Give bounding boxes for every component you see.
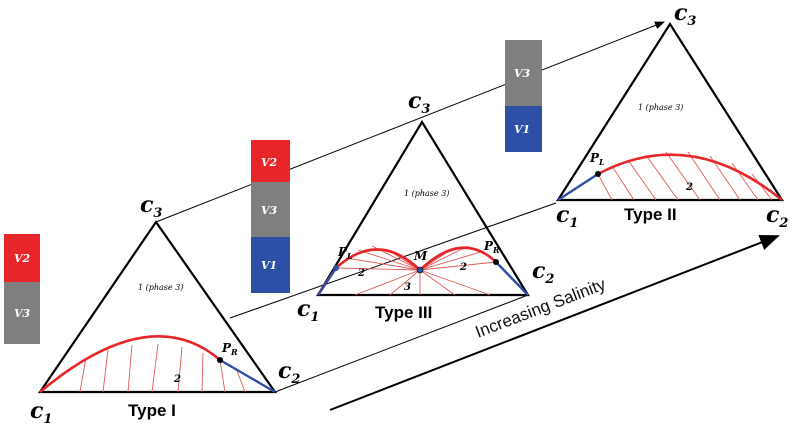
type3-left-region-2: 2 (357, 268, 365, 279)
type1-plait-point (217, 357, 223, 363)
type1-stack-v2-label: V2 (14, 252, 31, 265)
type2-blue-segment (557, 172, 599, 202)
type3-triangle (316, 119, 530, 297)
type3-stack-v1 (251, 237, 290, 293)
type2-stack-v3 (505, 40, 542, 106)
type2-tie-lines (597, 151, 773, 201)
type2-stack-v1-label: V1 (514, 123, 530, 136)
type1-c2-label: c2 (278, 358, 300, 387)
type2-phase-stack: V3 V1 (505, 40, 542, 152)
type2-triangle (555, 21, 785, 202)
type2-c2-label: c2 (766, 202, 788, 231)
type3-stack-v2 (251, 140, 290, 182)
type2-plait-point (595, 171, 601, 177)
type1-diagram: PR 2 1 (phase 3) (37, 220, 278, 394)
type3-phase-label: 1 (phase 3) (404, 189, 449, 198)
type3-left-binodal (316, 248, 421, 296)
type3-stack-v2-label: V2 (261, 156, 278, 169)
type1-triangle (37, 220, 278, 394)
connector-c2-bottom (274, 294, 529, 393)
type3-right-region-2: 2 (459, 262, 467, 273)
type1-stack-v3 (4, 282, 40, 344)
type2-pl-label: PL (589, 151, 605, 167)
type3-stack-v1-label: V1 (261, 259, 277, 272)
type3-phase-stack: V2 V3 V1 (251, 140, 290, 293)
type1-binodal-curve (39, 335, 221, 393)
salinity-arrow: Increasing Salinity (329, 235, 780, 411)
salinity-arrow-line (329, 235, 780, 411)
type3-stack-v3-label: V3 (261, 204, 278, 217)
type1-label: Type I (128, 401, 176, 420)
type3-left-plait-point (333, 265, 339, 271)
type3-left-blue-segment (317, 267, 337, 296)
type3-m-label: M (413, 249, 428, 263)
type2-label: Type II (624, 205, 677, 224)
type1-pr-label: PR (221, 341, 238, 357)
type3-right-plait-point (493, 259, 499, 265)
type2-c3-label: c3 (674, 0, 696, 29)
type3-stack-v3 (251, 182, 290, 237)
type2-diagram: PL 2 1 (phase 3) (555, 21, 785, 202)
type2-region-2: 2 (685, 182, 693, 193)
type2-stack-v3-label: V3 (514, 67, 531, 80)
type1-region-2: 2 (173, 374, 181, 385)
connector-c1-middle (229, 202, 557, 319)
type3-pl-label: PL (337, 245, 353, 261)
type2-c1-label: c1 (556, 202, 578, 231)
type2-stack-v1 (505, 106, 542, 152)
type1-blue-segment (219, 358, 276, 394)
type2-phase-label: 1 (phase 3) (638, 103, 683, 112)
type3-diagram: PL M PR 2 2 3 1 (phase 3) (316, 119, 530, 297)
type1-phase-stack: V2 V3 (4, 234, 40, 344)
type3-label: Type III (375, 303, 432, 322)
type3-pr-label: PR (483, 239, 500, 255)
type1-phase-label: 1 (phase 3) (138, 283, 183, 292)
type3-bottom-region-3: 3 (404, 282, 411, 293)
type2-binodal-curve (597, 153, 783, 202)
type3-right-blue-segment (495, 261, 529, 296)
type1-c1-label: c1 (30, 398, 52, 427)
connector-c3-top (155, 21, 665, 223)
type3-c1-label: c1 (297, 296, 319, 325)
type1-stack-v2 (4, 234, 40, 282)
type3-m-point (416, 266, 424, 274)
type1-tie-lines (79, 343, 246, 393)
type1-c3-label: c3 (140, 192, 162, 221)
type3-right-binodal (419, 246, 497, 271)
type3-c2-label: c2 (532, 258, 554, 287)
type3-c3-label: c3 (408, 88, 430, 117)
corner-labels: c1 c3 c2 c1 c3 c2 c1 c3 c2 (30, 0, 788, 427)
connector-lines (155, 21, 665, 393)
type1-stack-v3-label: V3 (14, 307, 31, 320)
